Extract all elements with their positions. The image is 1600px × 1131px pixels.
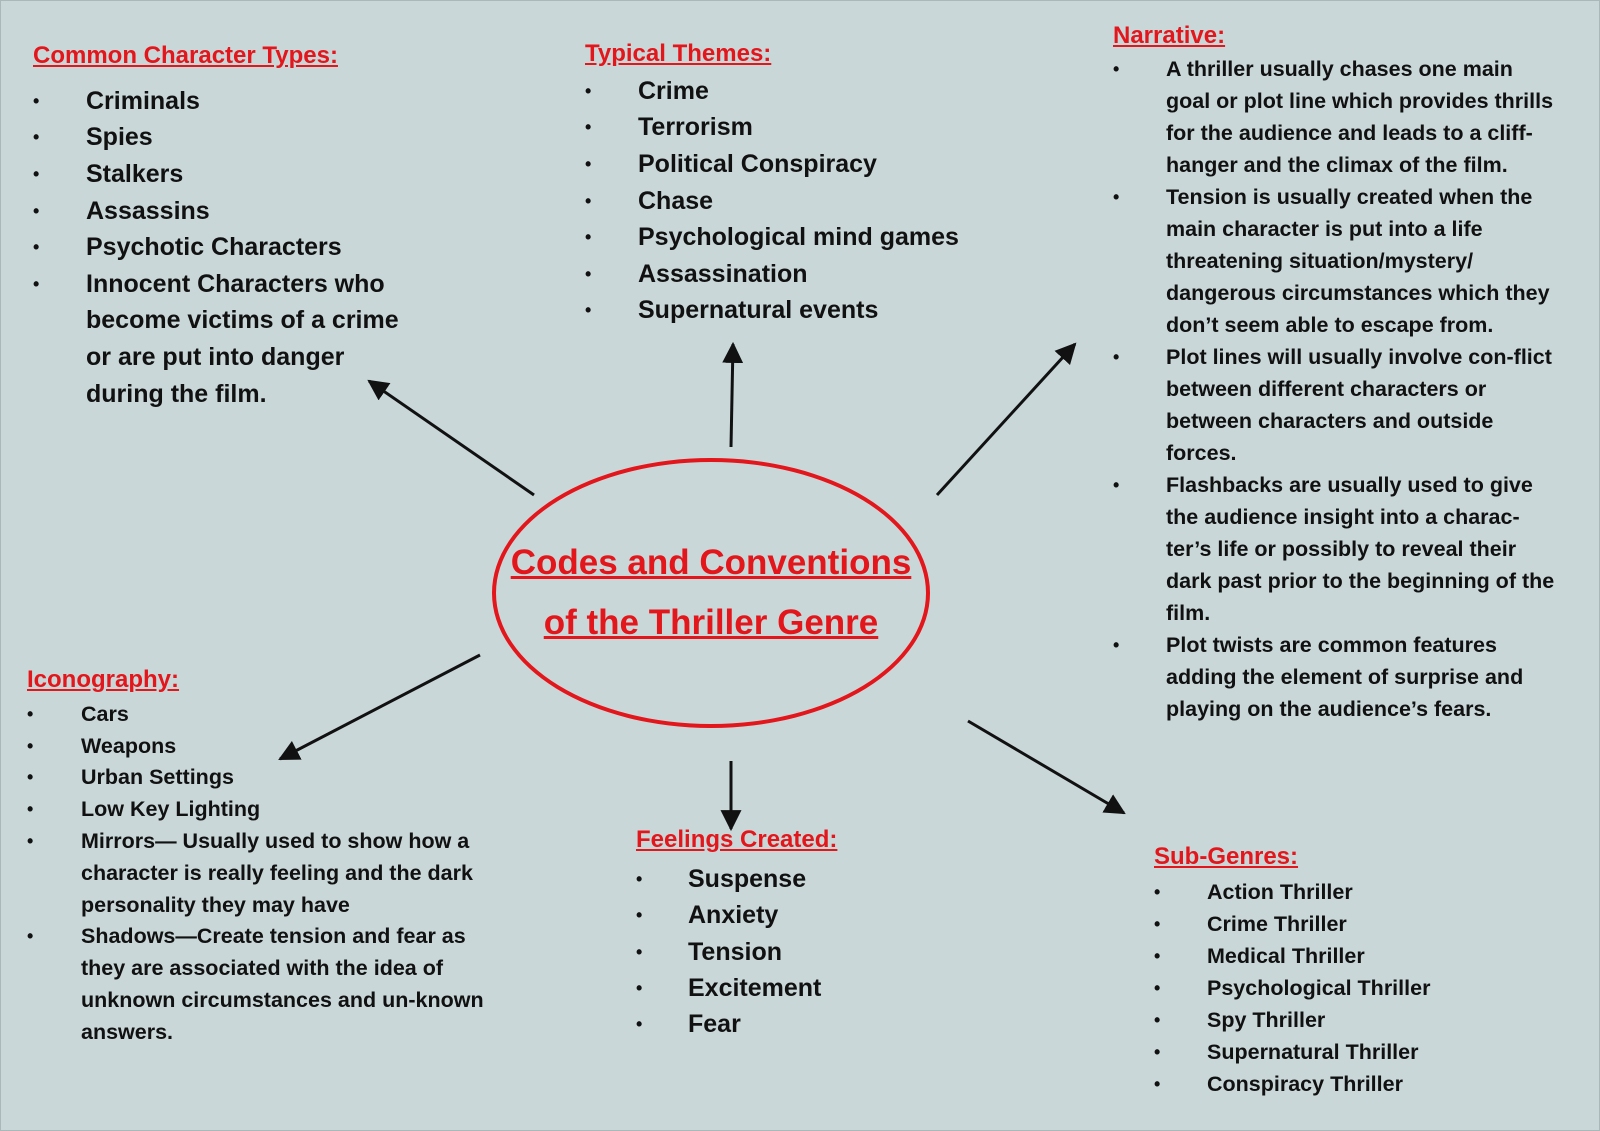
narrative-heading: Narrative: — [1113, 22, 1226, 49]
character-types-list: Criminals Spies Stalkers Assassins Psych… — [33, 83, 453, 412]
list-item: Supernatural events — [585, 292, 1005, 329]
list-item: Psychological mind games — [585, 219, 1005, 256]
list-item: Plot twists are common features adding t… — [1113, 629, 1563, 725]
list-item: Psychological Thriller — [1154, 972, 1574, 1004]
themes-heading: Typical Themes: — [585, 40, 772, 67]
list-item: Crime Thriller — [1154, 908, 1574, 940]
list-item: Plot lines will usually involve con-flic… — [1113, 341, 1563, 469]
list-item: Suspense — [636, 861, 936, 898]
list-item: Criminals — [33, 83, 453, 120]
themes-section: Typical Themes: Crime Terrorism Politica… — [585, 40, 1005, 329]
character-types-heading: Common Character Types: — [33, 42, 338, 69]
list-item: Fear — [636, 1006, 936, 1043]
iconography-heading: Iconography: — [27, 666, 180, 693]
list-item: Psychotic Characters — [33, 229, 453, 266]
list-item: Crime — [585, 73, 1005, 110]
list-item: Urban Settings — [27, 762, 507, 794]
list-item: Action Thriller — [1154, 876, 1574, 908]
list-item: Spy Thriller — [1154, 1004, 1574, 1036]
feelings-section: Feelings Created: Suspense Anxiety Tensi… — [636, 826, 936, 1043]
iconography-section: Iconography: Cars Weapons Urban Settings… — [27, 666, 507, 1049]
list-item: Medical Thriller — [1154, 940, 1574, 972]
narrative-section: Narrative: A thriller usually chases one… — [1113, 22, 1563, 725]
list-item: Mirrors— Usually used to show how a char… — [27, 826, 507, 921]
iconography-list: Cars Weapons Urban Settings Low Key Ligh… — [27, 699, 507, 1049]
list-item: Shadows—Create tension and fear as they … — [27, 921, 507, 1048]
central-title-line-1: Codes and Conventions — [510, 543, 912, 582]
arrow-to-narrative — [935, 342, 1077, 497]
list-item: Flashbacks are usually used to give the … — [1113, 469, 1563, 629]
list-item: Innocent Characters who become victims o… — [33, 266, 426, 412]
list-item: Terrorism — [585, 109, 1005, 146]
list-item: Assassination — [585, 256, 1005, 293]
list-item: Cars — [27, 699, 507, 731]
list-item: Excitement — [636, 970, 936, 1007]
list-item: Tension is usually created when the main… — [1113, 181, 1563, 341]
subgenres-section: Sub-Genres: Action Thriller Crime Thrill… — [1154, 843, 1574, 1100]
central-title-line-2: of the Thriller Genre — [543, 603, 879, 642]
list-item: Conspiracy Thriller — [1154, 1068, 1574, 1100]
feelings-list: Suspense Anxiety Tension Excitement Fear — [636, 861, 936, 1043]
list-item: Political Conspiracy — [585, 146, 1005, 183]
list-item: Chase — [585, 183, 1005, 220]
list-item: Supernatural Thriller — [1154, 1036, 1574, 1068]
list-item: Assassins — [33, 193, 453, 230]
list-item: Tension — [636, 934, 936, 971]
themes-list: Crime Terrorism Political Conspiracy Cha… — [585, 73, 1005, 329]
subgenres-heading: Sub-Genres: — [1154, 843, 1299, 870]
list-item: Stalkers — [33, 156, 453, 193]
list-item: Anxiety — [636, 897, 936, 934]
narrative-list: A thriller usually chases one main goal … — [1113, 53, 1563, 725]
arrow-to-themes — [722, 341, 744, 448]
list-item: Low Key Lighting — [27, 794, 507, 826]
central-topic-ellipse: Codes and Conventions of the Thriller Ge… — [492, 458, 930, 728]
list-item: A thriller usually chases one main goal … — [1113, 53, 1563, 181]
subgenres-list: Action Thriller Crime Thriller Medical T… — [1154, 876, 1574, 1100]
list-item: Spies — [33, 119, 453, 156]
character-types-section: Common Character Types: Criminals Spies … — [33, 42, 453, 412]
feelings-heading: Feelings Created: — [636, 826, 838, 853]
list-item: Weapons — [27, 731, 507, 763]
arrow-to-subgenres — [967, 719, 1126, 815]
